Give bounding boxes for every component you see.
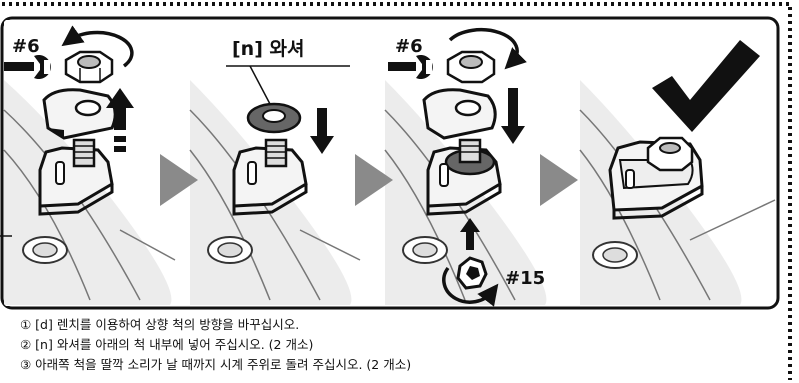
rotate-counterclockwise-arrow-icon — [61, 25, 134, 68]
instruction-step-1: ① [d] 렌치를 이용하여 상향 척의 방향을 바꾸십시오. — [20, 317, 300, 332]
lower-chuck-with-washer — [426, 138, 502, 216]
washer-title: [n] 와셔 — [232, 38, 304, 60]
hex-size-label: #15 — [505, 268, 545, 289]
instruction-step-3: ③ 아래쪽 척을 딸깍 소리가 날 때까지 시계 주위로 돌려 주십시오. (2… — [20, 357, 412, 372]
washer-icon — [246, 102, 302, 134]
wrench-size-label-1: #6 — [12, 36, 40, 57]
step-arrow-icon-3 — [540, 154, 578, 206]
step-arrow-icon-1 — [160, 154, 198, 206]
rotate-clockwise-arrow-icon — [448, 27, 527, 70]
upper-chuck-2 — [422, 88, 497, 140]
assembled-chuck — [608, 136, 704, 220]
step-arrow-icon-2 — [355, 154, 393, 206]
lower-chuck-2 — [232, 138, 308, 216]
hex-socket-icon — [442, 256, 499, 307]
hex-nut-icon — [64, 50, 114, 84]
wrench-icon-2 — [388, 54, 433, 80]
hex-nut-icon-2 — [446, 50, 496, 84]
up-arrow-icon-2 — [460, 218, 480, 250]
down-arrow-icon — [310, 108, 334, 154]
checkmark-icon — [652, 40, 760, 132]
wrench-icon — [4, 55, 51, 79]
wrench-size-label-2: #6 — [395, 36, 423, 57]
down-arrow-icon-2 — [501, 88, 525, 144]
title-leader-line — [249, 65, 271, 105]
instruction-step-2: ② [n] 와셔를 아래의 척 내부에 넣어 주십시오. (2 개소) — [20, 337, 314, 352]
up-arrow-icon — [106, 88, 134, 152]
upper-chuck — [42, 88, 117, 140]
dotted-frame — [2, 2, 792, 380]
lower-chuck — [38, 138, 114, 216]
